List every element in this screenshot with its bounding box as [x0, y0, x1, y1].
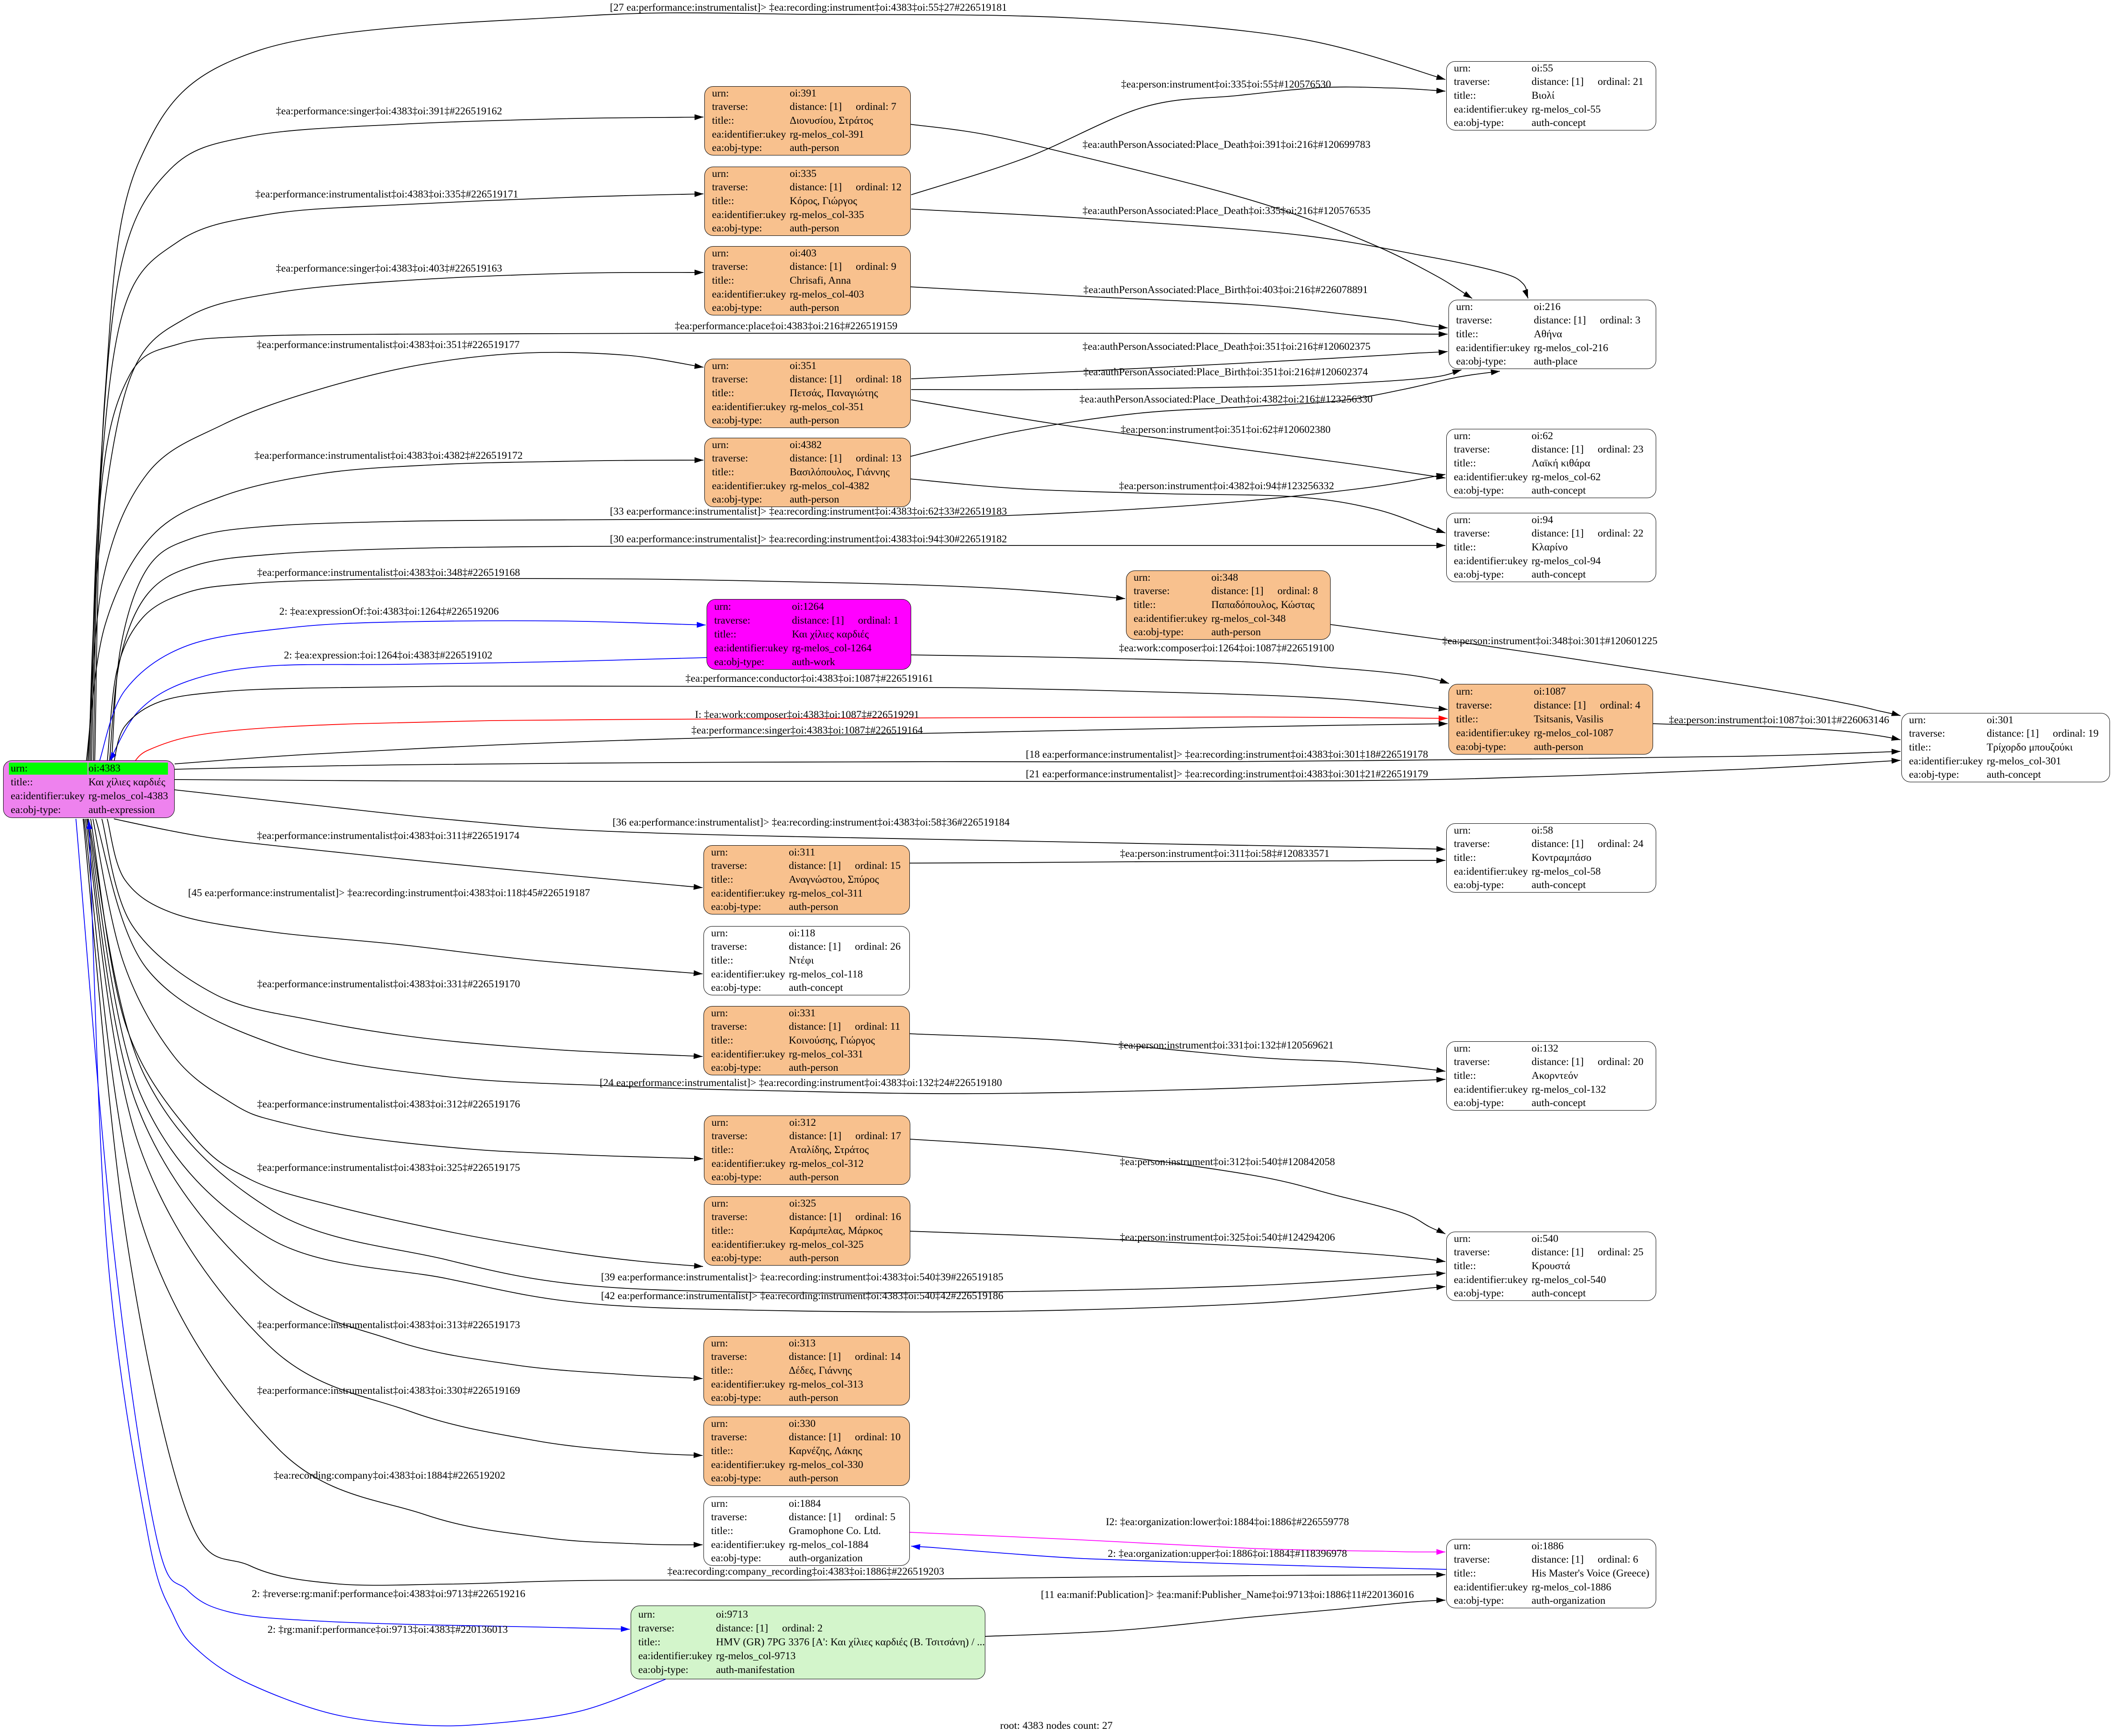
svg-text:‡ea:performance:instrumentalis: ‡ea:performance:instrumentalist‡oi:4383‡…	[257, 1385, 520, 1396]
svg-text:‡ea:performance:instrumentalis: ‡ea:performance:instrumentalist‡oi:4383‡…	[257, 978, 520, 990]
svg-text:‡ea:recording:company_recordin: ‡ea:recording:company_recording‡oi:4383‡…	[667, 1566, 944, 1577]
svg-text:‡ea:recording:company‡oi:4383‡: ‡ea:recording:company‡oi:4383‡oi:1884‡#2…	[274, 1470, 505, 1481]
svg-text:[11 ea:manif:Publication]> ‡ea: [11 ea:manif:Publication]> ‡ea:manif:Pub…	[1041, 1589, 1414, 1601]
svg-text:[42 ea:performance:instrumenta: [42 ea:performance:instrumentalist]> ‡ea…	[601, 1290, 1004, 1302]
svg-text:[36 ea:performance:instrumenta: [36 ea:performance:instrumentalist]> ‡ea…	[612, 817, 1009, 828]
svg-text:[33 ea:performance:instrumenta: [33 ea:performance:instrumentalist]> ‡ea…	[610, 506, 1007, 517]
svg-text:2: ‡ea:expression:‡oi:1264‡oi:: 2: ‡ea:expression:‡oi:1264‡oi:4383‡#2265…	[284, 650, 493, 661]
svg-text:[45 ea:performance:instrumenta: [45 ea:performance:instrumentalist]> ‡ea…	[188, 887, 590, 899]
svg-text:[21 ea:performance:instrumenta: [21 ea:performance:instrumentalist]> ‡ea…	[1026, 768, 1428, 780]
svg-text:[24 ea:performance:instrumenta: [24 ea:performance:instrumentalist]> ‡ea…	[600, 1077, 1002, 1089]
svg-text:‡ea:person:instrument‡oi:331‡o: ‡ea:person:instrument‡oi:331‡oi:132‡#120…	[1118, 1040, 1334, 1051]
svg-text:‡ea:person:instrument‡oi:1087‡: ‡ea:person:instrument‡oi:1087‡oi:301‡#22…	[1669, 714, 1889, 726]
svg-text:‡ea:person:instrument‡oi:312‡o: ‡ea:person:instrument‡oi:312‡oi:540‡#120…	[1120, 1156, 1335, 1168]
svg-text:‡ea:performance:instrumentalis: ‡ea:performance:instrumentalist‡oi:4383‡…	[257, 1162, 520, 1174]
svg-text:‡ea:performance:instrumentalis: ‡ea:performance:instrumentalist‡oi:4383‡…	[257, 567, 520, 579]
svg-text:‡ea:performance:singer‡oi:4383: ‡ea:performance:singer‡oi:4383‡oi:1087‡#…	[691, 725, 923, 736]
svg-text:‡ea:person:instrument‡oi:4382‡: ‡ea:person:instrument‡oi:4382‡oi:94‡#123…	[1119, 480, 1334, 492]
svg-text:‡ea:performance:conductor‡oi:4: ‡ea:performance:conductor‡oi:4383‡oi:108…	[686, 673, 934, 684]
svg-text:‡ea:performance:singer‡oi:4383: ‡ea:performance:singer‡oi:4383‡oi:403‡#2…	[276, 263, 502, 274]
svg-text:root: 4383 nodes count: 27: root: 4383 nodes count: 27	[1000, 1720, 1113, 1732]
svg-text:I2: ‡ea:organization:lower‡oi:: I2: ‡ea:organization:lower‡oi:1884‡oi:18…	[1106, 1516, 1349, 1528]
svg-text:‡ea:authPersonAssociated:Place: ‡ea:authPersonAssociated:Place_Death‡oi:…	[1083, 341, 1371, 352]
svg-text:‡ea:performance:instrumentalis: ‡ea:performance:instrumentalist‡oi:4383‡…	[255, 450, 523, 461]
svg-text:‡ea:performance:instrumentalis: ‡ea:performance:instrumentalist‡oi:4383‡…	[257, 339, 520, 351]
svg-text:2: ‡ea:organization:upper‡oi:1: 2: ‡ea:organization:upper‡oi:1886‡oi:188…	[1108, 1548, 1347, 1560]
svg-text:2: ‡rg:manif:performance‡oi:97: 2: ‡rg:manif:performance‡oi:9713‡oi:4383…	[268, 1624, 508, 1635]
svg-text:‡ea:person:instrument‡oi:311‡o: ‡ea:person:instrument‡oi:311‡oi:58‡#1208…	[1120, 848, 1329, 860]
svg-text:‡ea:person:instrument‡oi:335‡o: ‡ea:person:instrument‡oi:335‡oi:55‡#1205…	[1121, 79, 1331, 90]
svg-text:2: ‡reverse:rg:manif:performan: 2: ‡reverse:rg:manif:performance‡oi:4383…	[252, 1588, 526, 1600]
svg-text:‡ea:authPersonAssociated:Place: ‡ea:authPersonAssociated:Place_Birth‡oi:…	[1083, 284, 1368, 296]
svg-text:‡ea:authPersonAssociated:Place: ‡ea:authPersonAssociated:Place_Birth‡oi:…	[1083, 366, 1368, 378]
svg-text:‡ea:performance:place‡oi:4383‡: ‡ea:performance:place‡oi:4383‡oi:216‡#22…	[675, 320, 898, 332]
svg-text:‡ea:authPersonAssociated:Place: ‡ea:authPersonAssociated:Place_Death‡oi:…	[1083, 139, 1371, 151]
svg-text:[39 ea:performance:instrumenta: [39 ea:performance:instrumentalist]> ‡ea…	[601, 1271, 1004, 1283]
svg-text:[30 ea:performance:instrumenta: [30 ea:performance:instrumentalist]> ‡ea…	[610, 533, 1007, 545]
svg-text:‡ea:performance:instrumentalis: ‡ea:performance:instrumentalist‡oi:4383‡…	[257, 1099, 520, 1110]
svg-text:[27 ea:performance:instrumenta: [27 ea:performance:instrumentalist]> ‡ea…	[610, 2, 1007, 13]
svg-text:‡ea:performance:instrumentalis: ‡ea:performance:instrumentalist‡oi:4383‡…	[257, 830, 519, 842]
svg-text:I: ‡ea:work:composer‡oi:4383‡o: I: ‡ea:work:composer‡oi:4383‡oi:1087‡#22…	[695, 709, 919, 721]
svg-text:‡ea:person:instrument‡oi:351‡o: ‡ea:person:instrument‡oi:351‡oi:62‡#1206…	[1121, 424, 1331, 436]
svg-text:‡ea:work:composer‡oi:1264‡oi:1: ‡ea:work:composer‡oi:1264‡oi:1087‡#22651…	[1119, 642, 1334, 654]
svg-text:‡ea:person:instrument‡oi:348‡o: ‡ea:person:instrument‡oi:348‡oi:301‡#120…	[1442, 635, 1658, 647]
svg-text:‡ea:performance:instrumentalis: ‡ea:performance:instrumentalist‡oi:4383‡…	[255, 189, 519, 200]
svg-text:‡ea:authPersonAssociated:Place: ‡ea:authPersonAssociated:Place_Death‡oi:…	[1083, 205, 1371, 217]
svg-text:‡ea:person:instrument‡oi:325‡o: ‡ea:person:instrument‡oi:325‡oi:540‡#124…	[1120, 1232, 1335, 1243]
svg-text:[18 ea:performance:instrumenta: [18 ea:performance:instrumentalist]> ‡ea…	[1026, 749, 1428, 760]
svg-text:‡ea:authPersonAssociated:Place: ‡ea:authPersonAssociated:Place_Death‡oi:…	[1080, 394, 1373, 405]
svg-text:2: ‡ea:expressionOf:‡oi:4383‡o: 2: ‡ea:expressionOf:‡oi:4383‡oi:1264‡#22…	[279, 606, 499, 617]
svg-text:‡ea:performance:singer‡oi:4383: ‡ea:performance:singer‡oi:4383‡oi:391‡#2…	[276, 105, 502, 117]
svg-text:‡ea:performance:instrumentalis: ‡ea:performance:instrumentalist‡oi:4383‡…	[257, 1319, 520, 1331]
